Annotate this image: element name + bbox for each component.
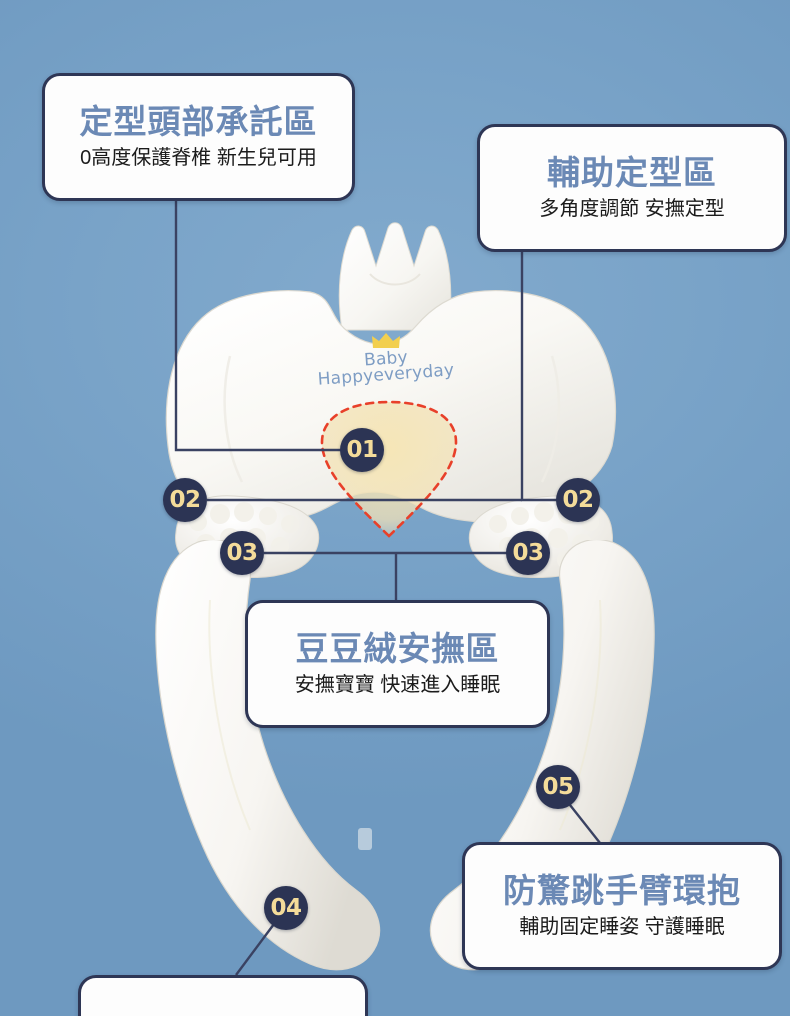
callout-3-subtitle: 安撫寶寶 快速進入睡眠 (294, 673, 501, 696)
callout-plush-soothing[interactable]: 豆豆絨安撫區 安撫寶寶 快速進入睡眠 (245, 600, 550, 728)
callout-head-support[interactable]: 定型頭部承託區 0高度保護脊椎 新生兒可用 (42, 73, 355, 201)
badge-01[interactable]: 01 (340, 428, 384, 472)
badge-02-left[interactable]: 02 (163, 478, 207, 522)
badge-05[interactable]: 05 (536, 765, 580, 809)
callout-3-title: 豆豆絨安撫區 (295, 630, 500, 668)
callout-shaping-support[interactable]: 輔助定型區 多角度調節 安撫定型 (477, 124, 787, 252)
callout-1-title: 定型頭部承託區 (79, 103, 318, 141)
badge-02-right[interactable]: 02 (556, 478, 600, 522)
callout-2-subtitle: 多角度調節 安撫定型 (539, 197, 725, 220)
head-support-zone-highlight (316, 398, 462, 538)
callout-4-subtitle: 輔助固定睡姿 守護睡眠 (519, 915, 725, 938)
callout-arm-embrace[interactable]: 防驚跳手臂環抱 輔助固定睡姿 守護睡眠 (462, 842, 782, 970)
callout-1-subtitle: 0高度保護脊椎 新生兒可用 (80, 146, 317, 169)
badge-03-left[interactable]: 03 (220, 531, 264, 575)
badge-03-right[interactable]: 03 (506, 531, 550, 575)
pillow-crown-top (330, 222, 460, 332)
callout-4-title: 防驚跳手臂環抱 (503, 872, 741, 910)
callout-2-title: 輔助定型區 (547, 154, 717, 192)
callout-bottom-partial[interactable] (78, 975, 368, 1016)
badge-04[interactable]: 04 (264, 886, 308, 930)
